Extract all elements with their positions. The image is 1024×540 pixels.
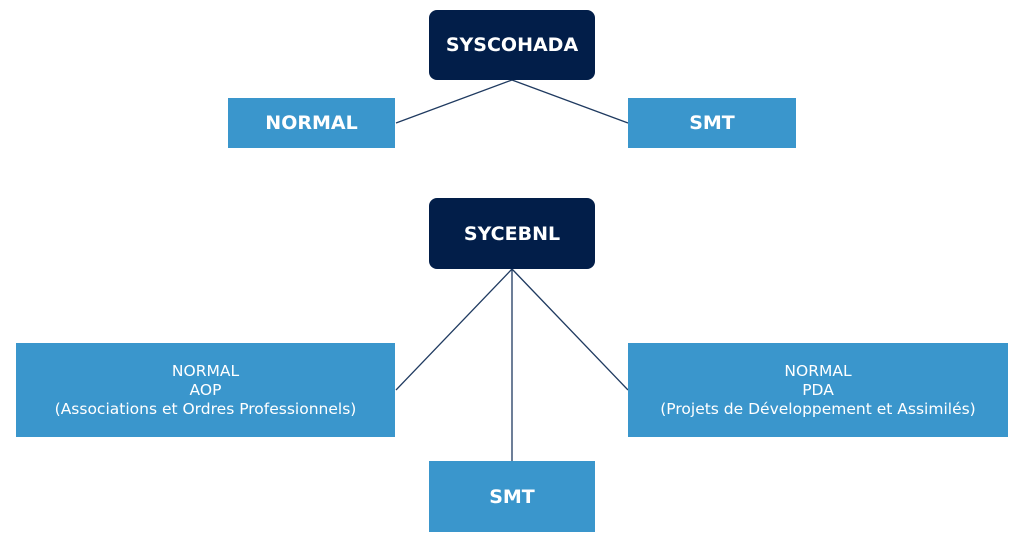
connector-syscohada-smt	[511, 79, 629, 124]
node-label: SYSCOHADA	[445, 34, 579, 56]
connector-sycebnl-pda	[511, 268, 629, 391]
connector-sycebnl-aop	[395, 268, 513, 391]
node-label-line3: (Projets de Développement et Assimilés)	[660, 399, 976, 418]
node-label-line3: (Associations et Ordres Professionnels)	[54, 399, 357, 418]
node-syscohada-smt: SMT	[628, 98, 796, 148]
node-label-line1: NORMAL	[784, 361, 852, 380]
node-sycebnl-normal-pda: NORMAL PDA (Projets de Développement et …	[628, 343, 1008, 437]
node-syscohada: SYSCOHADA	[429, 10, 595, 80]
node-label: SMT	[489, 485, 535, 508]
node-label: NORMAL	[265, 112, 358, 134]
node-label-line1: NORMAL	[171, 361, 240, 380]
node-label: SYCEBNL	[463, 222, 561, 245]
connector-syscohada-normal	[395, 79, 513, 124]
node-label: SMT	[689, 112, 735, 134]
node-sycebnl-normal-aop: NORMAL AOP (Associations et Ordres Profe…	[16, 343, 395, 437]
node-label-line2: PDA	[802, 380, 834, 399]
node-sycebnl-smt: SMT	[429, 461, 595, 532]
node-sycebnl: SYCEBNL	[429, 198, 595, 269]
node-syscohada-normal: NORMAL	[228, 98, 395, 148]
node-label-line2: AOP	[189, 380, 222, 399]
